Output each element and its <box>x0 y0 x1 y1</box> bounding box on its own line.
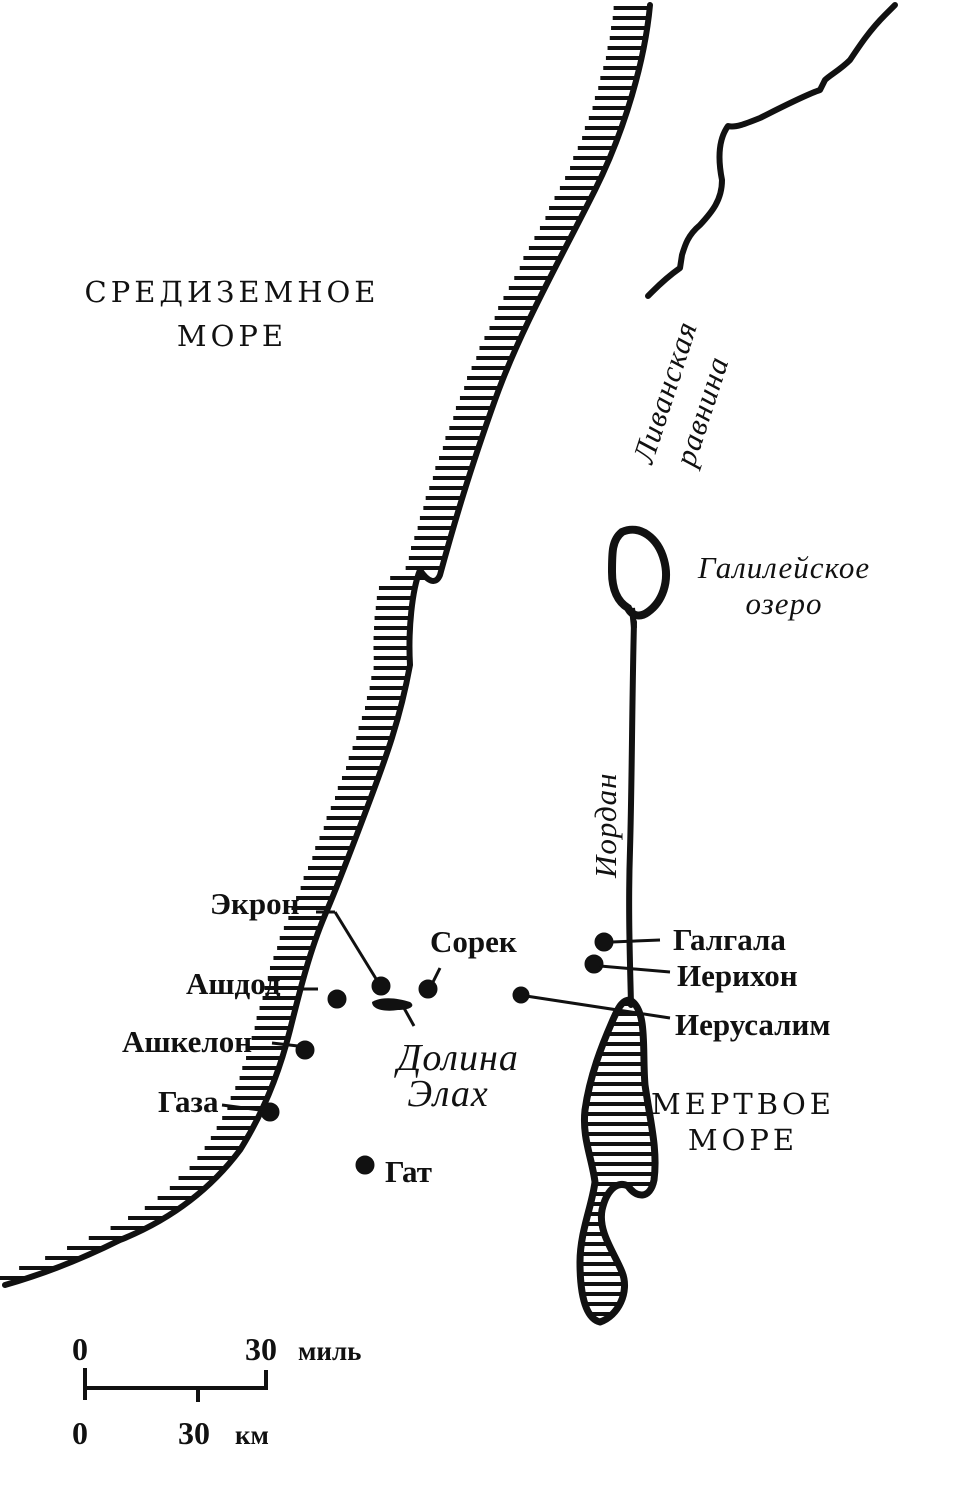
gath-label: Гат <box>385 1154 432 1189</box>
gilgal-dot <box>594 932 614 952</box>
ashdod-dot <box>327 989 347 1009</box>
scale-miles-unit: миль <box>298 1336 361 1366</box>
scale-bar: 0 30 миль 0 30 км <box>72 1331 361 1451</box>
jericho-label: Иерихон <box>677 958 798 993</box>
elah-valley-label-line2: Элах <box>407 1073 489 1115</box>
gilgal-label: Галгала <box>673 922 786 957</box>
sea-of-galilee-label-line2: озеро <box>746 586 823 621</box>
jericho-dot <box>584 954 604 974</box>
gaza-label: Газа <box>158 1084 219 1119</box>
ashdod-label: Ашдод <box>186 966 281 1001</box>
ashkelon-label: Ашкелон <box>122 1024 252 1059</box>
coast-hatching <box>0 6 650 1280</box>
sea-of-galilee-label-line1: Галилейское <box>697 550 870 585</box>
jordan-river-label: Иордан <box>588 772 623 879</box>
sorek-label: Сорек <box>430 924 517 959</box>
city-markers <box>260 932 614 1175</box>
northern-river <box>645 2 898 299</box>
jordan-river <box>626 619 637 1008</box>
sea-of-galilee <box>607 525 670 620</box>
dead-sea-label-line2: МОРЕ <box>688 1123 798 1157</box>
mediterranean-coastline <box>2 2 653 1288</box>
scale-km-value: 30 <box>178 1415 210 1451</box>
dead-sea-label-line1: МЕРТВОЕ <box>651 1087 835 1121</box>
leader-lines <box>221 910 671 1112</box>
scale-miles-zero: 0 <box>72 1331 88 1367</box>
dead-sea <box>576 996 659 1326</box>
mediterranean-sea-label-line1: СРЕДИЗЕМНОЕ <box>85 275 380 309</box>
ekron-dot <box>371 976 391 996</box>
sorek-dot <box>418 979 438 999</box>
scale-km-zero: 0 <box>72 1415 88 1451</box>
gath-dot <box>355 1155 375 1175</box>
elah-valley-label-line1: Долина <box>394 1037 519 1079</box>
gaza-dot <box>260 1102 280 1122</box>
ashkelon-dot <box>295 1040 315 1060</box>
scale-miles-value: 30 <box>245 1331 277 1367</box>
scale-km-unit: км <box>235 1420 269 1450</box>
jerusalem-label: Иерусалим <box>675 1007 831 1042</box>
elah-valley-marker <box>372 998 413 1011</box>
mediterranean-sea-label-line2: МОРЕ <box>177 319 287 353</box>
ekron-label: Экрон <box>210 886 300 921</box>
